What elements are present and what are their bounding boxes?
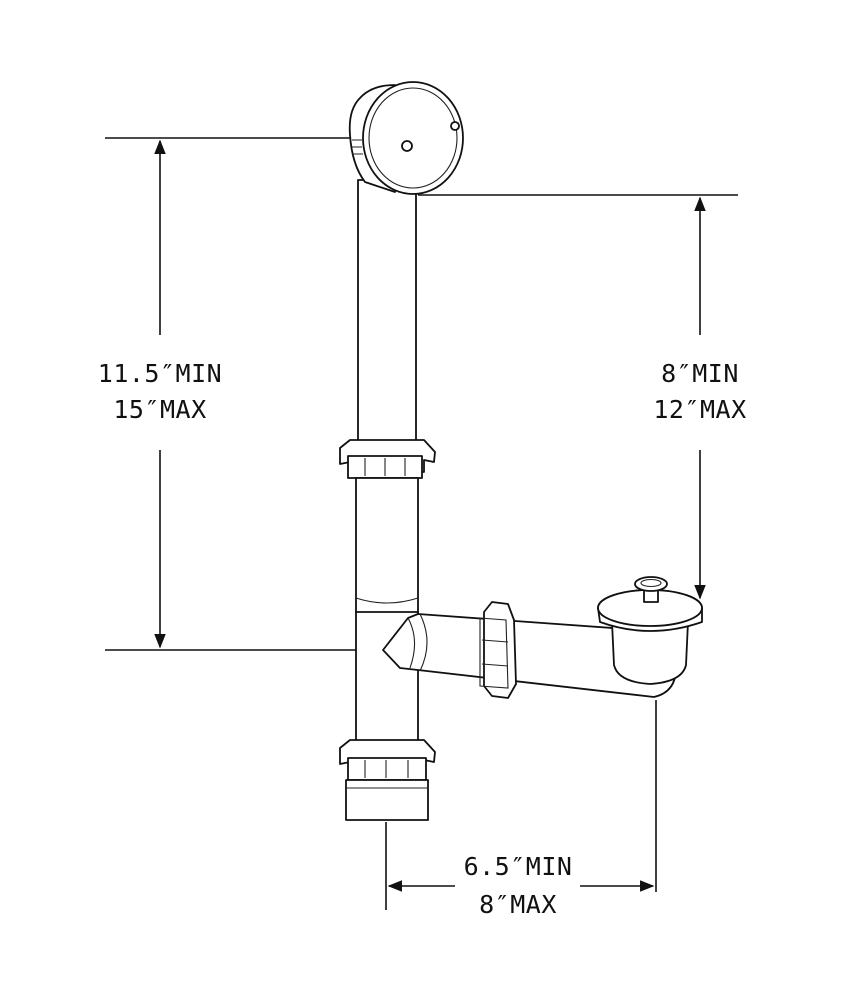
drain-assembly bbox=[339, 81, 703, 821]
stopper-knob bbox=[634, 576, 668, 603]
upper-slip-nut bbox=[339, 439, 436, 479]
faceplate-screw-icon bbox=[401, 140, 413, 152]
tailpiece-adapter bbox=[345, 779, 429, 821]
arm-slip-nut bbox=[479, 601, 517, 699]
length-max-label: 8″MAX bbox=[479, 890, 557, 919]
lower-slip-nut bbox=[339, 739, 436, 781]
dimension-labels: 11.5″MIN 15″MAX 8″MIN 12″MAX 6.5″MIN 8″M… bbox=[98, 359, 746, 919]
drain-strainer bbox=[597, 589, 703, 685]
overflow-height-max-label: 15″MAX bbox=[113, 395, 206, 424]
drain-height-min-label: 8″MIN bbox=[661, 359, 739, 388]
length-min-label: 6.5″MIN bbox=[464, 852, 573, 881]
overflow-faceplate bbox=[348, 81, 464, 195]
overflow-pipe-middle bbox=[355, 477, 419, 614]
overflow-pipe-upper bbox=[357, 179, 417, 456]
faceplate-screw-icon bbox=[450, 121, 460, 131]
overflow-height-min-label: 11.5″MIN bbox=[98, 359, 222, 388]
drain-height-max-label: 12″MAX bbox=[653, 395, 746, 424]
dimension-lines bbox=[105, 137, 738, 910]
